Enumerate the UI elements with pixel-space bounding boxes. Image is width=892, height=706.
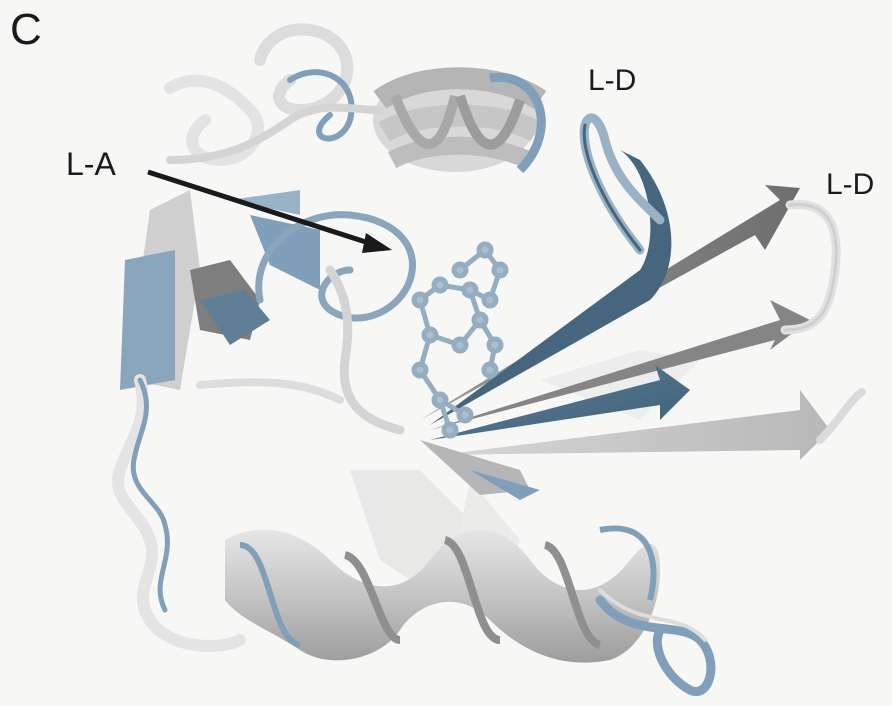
loop-a-label: L-A [66, 148, 116, 180]
loop-d-right-label: L-D [826, 170, 874, 200]
panel-letter: C [10, 8, 42, 52]
loop-d-upper-label: L-D [588, 66, 636, 96]
top-left-coil [170, 29, 380, 160]
bottom-helix [225, 528, 660, 662]
left-coil [118, 380, 240, 646]
top-helix [373, 68, 541, 172]
